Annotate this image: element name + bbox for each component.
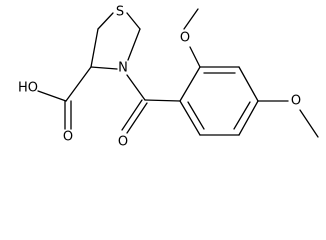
bond-ortho-oxygen-methyl <box>183 8 199 30</box>
para-methoxy-oxygen-label: O <box>291 94 301 109</box>
bond-c4-acid-carbon <box>65 66 92 102</box>
carboxylic-acid-group <box>37 66 92 130</box>
bond-amide-carbonyl-1 <box>121 99 143 131</box>
ortho-methoxy-oxygen-label: O <box>180 31 190 46</box>
ortho-methoxy-group <box>183 8 201 68</box>
benzene-ring <box>179 66 259 136</box>
bond-acid-carbon-oh <box>37 90 67 102</box>
bond-ring-3-4 <box>238 100 259 136</box>
bond-s-c2 <box>126 12 141 30</box>
bond-ring-ortho-oxygen <box>189 46 201 68</box>
bond-c5-s <box>97 12 114 30</box>
bond-amide-carbon-ring <box>144 99 181 102</box>
para-methoxy-group <box>257 100 319 138</box>
bond-n-c4 <box>90 66 118 70</box>
amide-group <box>121 74 181 134</box>
structure-diagram: S N HO O O O O <box>18 5 319 150</box>
bond-ring-6-1 <box>179 66 201 102</box>
bond-ring-inner-2 <box>233 101 251 130</box>
amide-oxygen-label: O <box>118 135 128 150</box>
bond-c2-n <box>127 28 141 61</box>
bond-n-amide-carbon <box>126 74 146 101</box>
hydroxyl-label: HO <box>18 81 38 96</box>
nitrogen-atom-label: N <box>118 61 128 76</box>
sulfur-atom-label: S <box>116 5 124 20</box>
bond-para-oxygen-methyl <box>299 109 319 138</box>
bond-c4-c5 <box>90 28 99 68</box>
acid-oxygen-label: O <box>63 130 73 145</box>
bond-ring-1-2 <box>179 100 201 136</box>
bond-ring-inner-1 <box>187 101 205 130</box>
thiazolidine-ring <box>90 12 141 70</box>
bond-ring-4-5 <box>238 66 259 102</box>
bond-amide-carbonyl-2 <box>126 102 148 134</box>
